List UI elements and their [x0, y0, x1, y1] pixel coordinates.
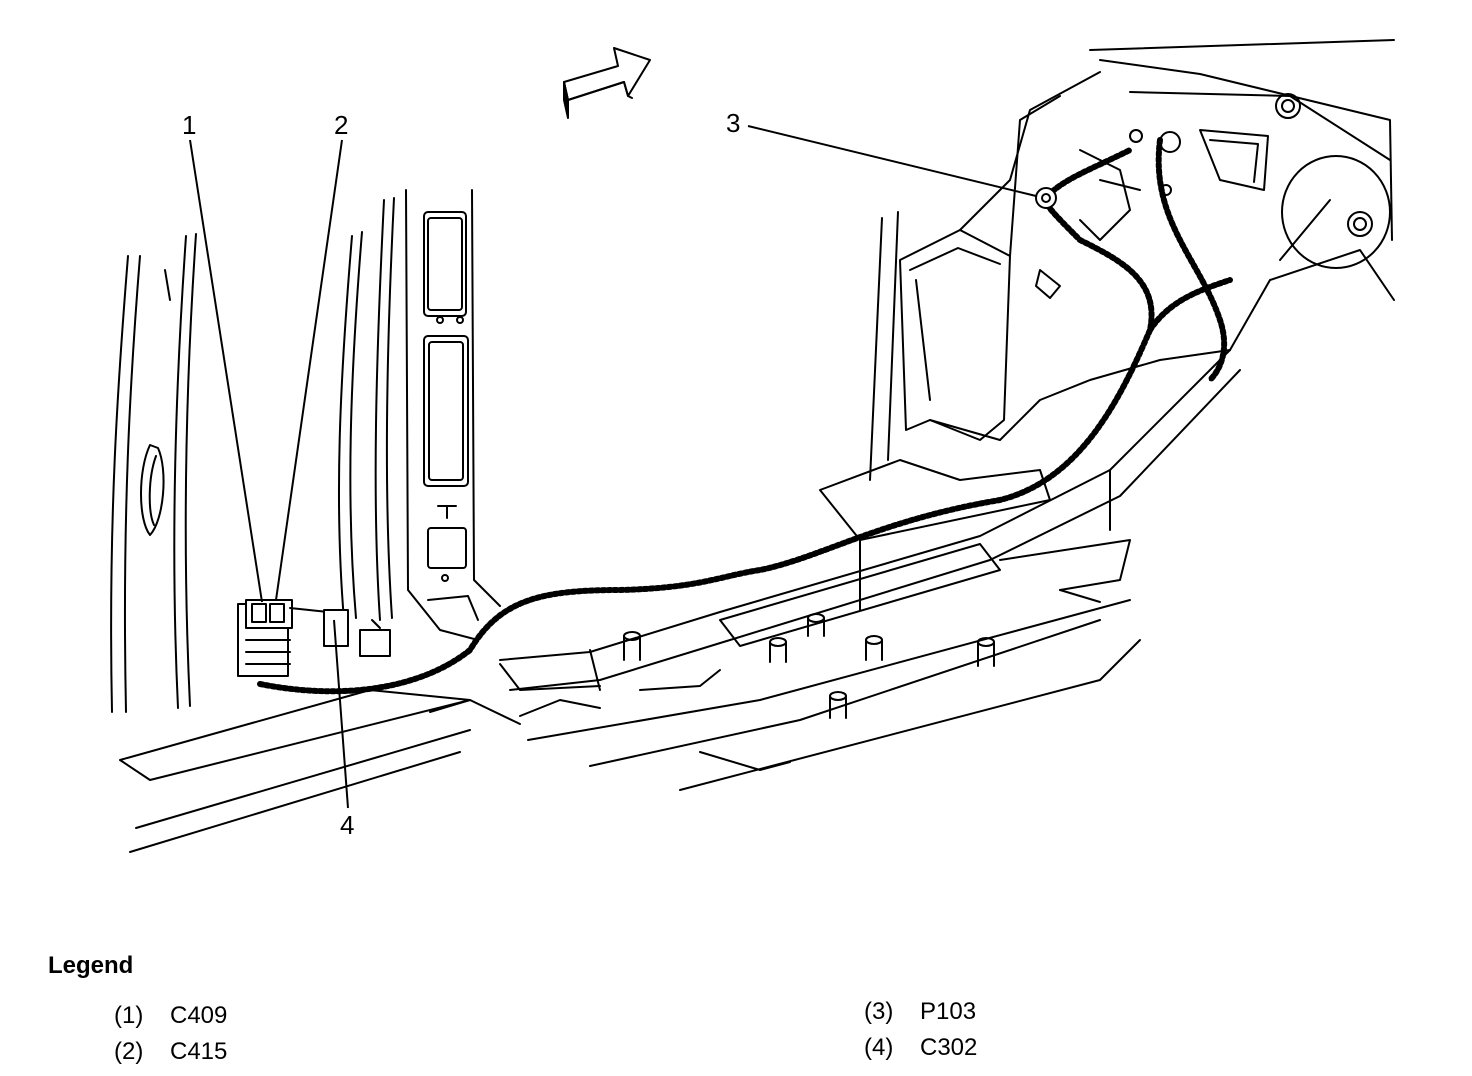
legend-item-label: C302: [920, 1034, 978, 1061]
inner-pillar: [405, 189, 501, 641]
direction-arrow-icon: [563, 47, 651, 119]
callout-3: 3: [726, 108, 741, 138]
legend-item-number: (4): [864, 1034, 894, 1061]
leader-line-1: [189, 139, 263, 603]
floor-studs: [623, 613, 995, 719]
legend-item-label: C415: [170, 1038, 228, 1065]
leader-line-4: [333, 619, 349, 809]
door-pillar-left: [110, 233, 197, 713]
leader-line-2: [275, 139, 343, 601]
legend-item-number: (1): [114, 1002, 144, 1029]
legend-item-number: (2): [114, 1038, 144, 1065]
legend-item-1: (1) C409: [114, 1004, 227, 1028]
legend-item-number: (3): [864, 998, 894, 1025]
legend-item-label: C409: [170, 1002, 228, 1029]
callout-4: 4: [340, 810, 355, 840]
legend-item-label: P103: [920, 998, 977, 1025]
door-pillar-center: [337, 197, 395, 621]
harness-channel: [499, 349, 1241, 691]
legend-title: Legend: [48, 952, 134, 979]
front-pillar: [869, 71, 1231, 481]
callout-2: 2: [334, 110, 349, 140]
legend-item-4: (4) C302: [864, 1036, 977, 1060]
legend-item-2: (2) C415: [114, 1040, 227, 1064]
leader-line-3: [747, 125, 1037, 197]
callout-1: 1: [182, 110, 197, 140]
legend-item-3: (3) P103: [864, 1000, 976, 1024]
wiring-harness-diagram: [110, 39, 1395, 853]
connector-c409-c415: [237, 599, 391, 677]
dash-panel: [1089, 39, 1395, 351]
connector-p103: [1035, 129, 1181, 299]
floor-sill: [119, 539, 1141, 853]
